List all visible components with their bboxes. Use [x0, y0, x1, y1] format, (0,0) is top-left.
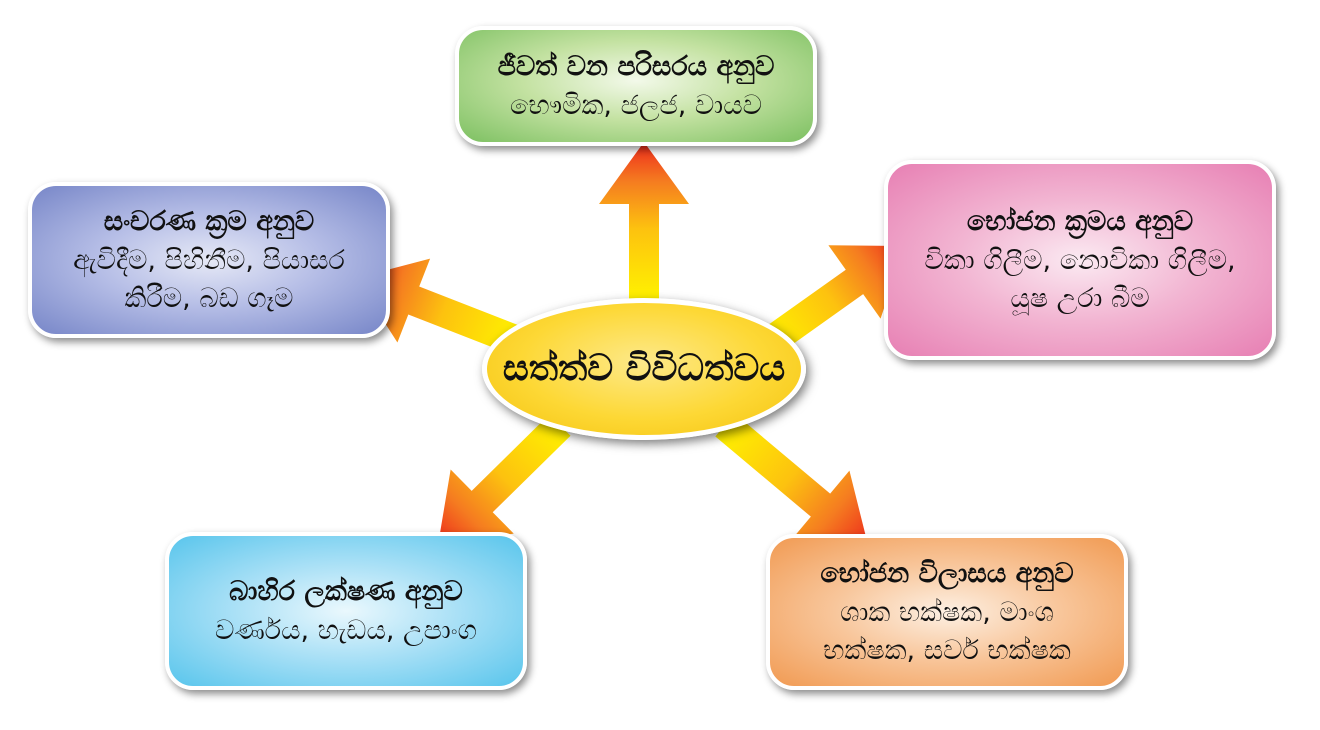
box-external-features-line: වර්ණය, හැඩය, උපාංග: [215, 615, 477, 646]
box-diet-type-title: භෝජන විලාසය අනුව: [820, 558, 1074, 589]
box-locomotion-title: සංචරණ ක්‍රම අනුව: [103, 206, 315, 237]
box-feeding-method: භෝජන ක්‍රමය අනුව විකා ගිලීම, නොවිකා ගිලී…: [884, 160, 1276, 360]
box-locomotion-line-2: කිරීම, බඩ ගෑම: [124, 283, 294, 314]
arrow-to-diet-type: [715, 413, 869, 546]
center-ellipse: සත්ත්ව විවිධත්වය: [482, 298, 806, 440]
box-locomotion-line-1: ඇවිදීම, පිහිනීම, පියාසර: [73, 245, 345, 276]
box-diet-type-line-2: භක්ෂක, සර්ව භක්ෂක: [823, 635, 1071, 666]
box-diet-type: භෝජන විලාසය අනුව ශාක භක්ෂක, මාංශ භක්ෂක, …: [766, 534, 1128, 690]
arrow-to-habitat: [599, 142, 689, 300]
arrow-to-locomotion: [356, 258, 521, 354]
box-habitat-title: ජීවත් වන පරිසරය අනුව: [497, 51, 775, 82]
box-feeding-method-line-1: විකා ගිලීම, නොවිකා ගිලීම,: [924, 245, 1236, 276]
box-external-features-title: බාහිර ලක්ෂණ අනුව: [229, 576, 463, 607]
box-locomotion: සංචරණ ක්‍රම අනුව ඇවිදීම, පිහිනීම, පියාසර…: [28, 182, 390, 338]
center-label: සත්ත්ව විවිධත්වය: [502, 348, 786, 389]
box-diet-type-line-1: ශාක භක්ෂක, මාංශ: [840, 597, 1054, 628]
box-external-features: බාහිර ලක්ෂණ අනුව වර්ණය, හැඩය, උපාංග: [165, 532, 527, 690]
box-habitat: ජීවත් වන පරිසරය අනුව භෞමික, ජලජ, වායව: [455, 26, 817, 146]
arrow-to-feeding-method: [761, 245, 905, 355]
box-habitat-line: භෞමික, ජලජ, වායව: [509, 90, 763, 121]
box-feeding-method-line-2: යූෂ උරා බීම: [1010, 283, 1150, 314]
box-feeding-method-title: භෝජන ක්‍රමය අනුව: [966, 206, 1194, 237]
arrow-to-external-features: [437, 414, 571, 546]
